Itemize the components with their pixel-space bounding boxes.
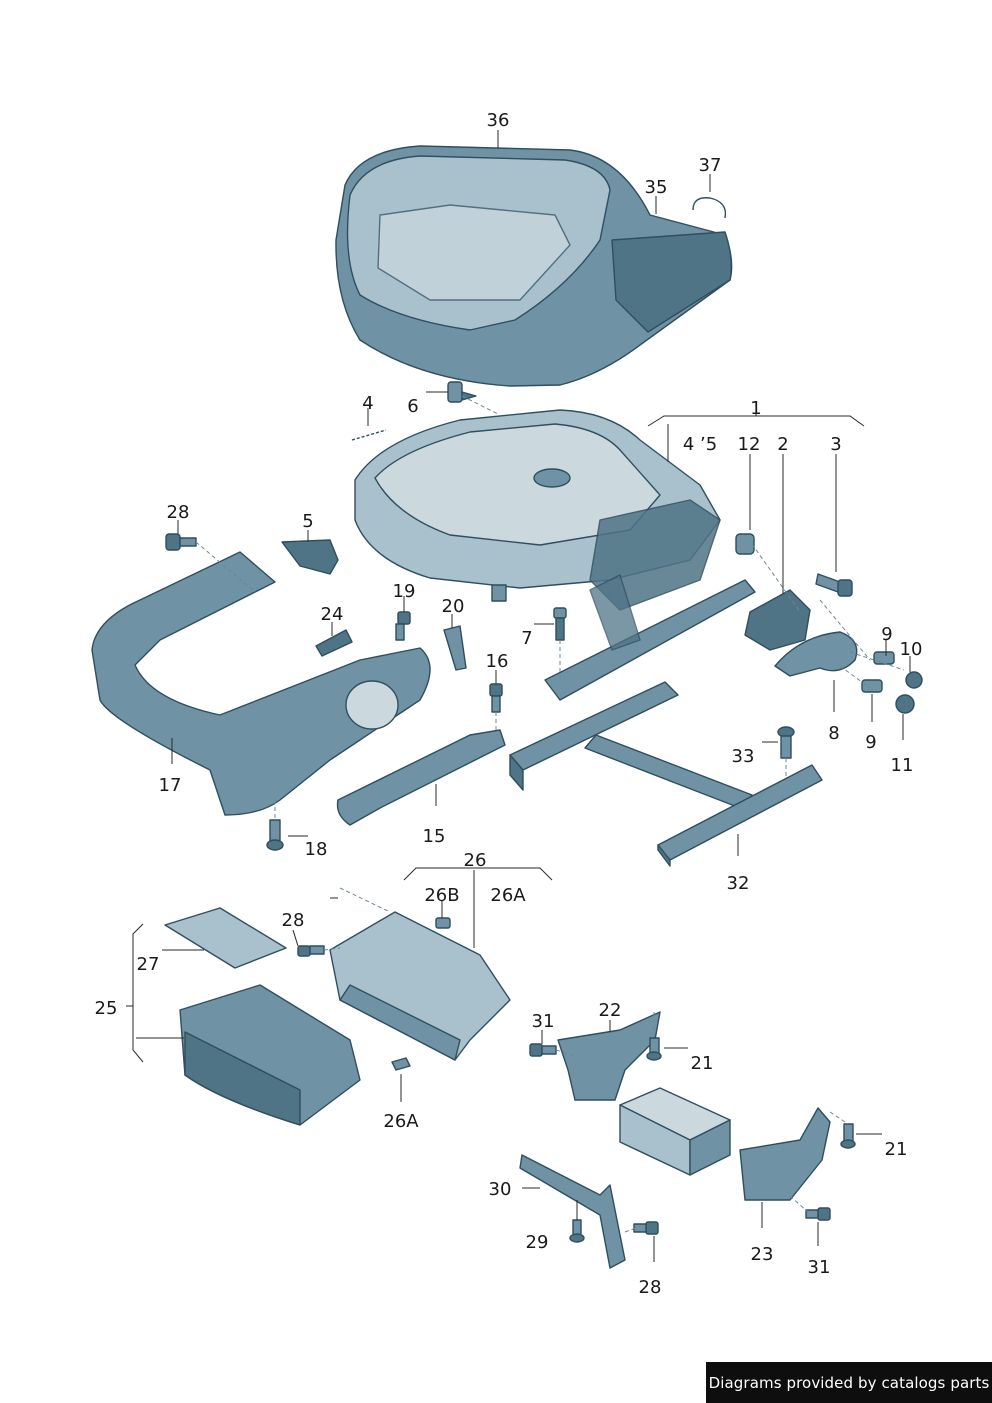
callout-31-top: 31 bbox=[532, 1011, 555, 1032]
callout-28-top: 28 bbox=[167, 502, 190, 523]
callout-7: 7 bbox=[521, 628, 532, 649]
callout-32: 32 bbox=[727, 873, 750, 894]
part-mat-27 bbox=[164, 907, 287, 969]
part-bolt-9b bbox=[861, 679, 883, 693]
part-adjuster-2 bbox=[744, 589, 811, 651]
callout-6: 6 bbox=[407, 396, 418, 417]
callout-8: 8 bbox=[828, 723, 839, 744]
part-control-box bbox=[619, 1087, 731, 1176]
callout-17: 17 bbox=[159, 775, 182, 796]
part-screw-21a bbox=[646, 1037, 662, 1061]
part-seat-frame bbox=[354, 409, 721, 611]
part-seat-cushion bbox=[335, 145, 733, 387]
callout-28-mid: 28 bbox=[282, 910, 305, 931]
part-screw-26b bbox=[435, 917, 451, 929]
callout-11: 11 bbox=[891, 755, 914, 776]
part-cap-10 bbox=[905, 671, 923, 689]
part-clip-26a bbox=[391, 1057, 411, 1071]
callout-1: 1 bbox=[750, 398, 761, 419]
part-screw-7 bbox=[553, 607, 567, 641]
footer-credit-text: Diagrams provided by catalogs parts bbox=[708, 1373, 990, 1392]
callout-24: 24 bbox=[321, 604, 344, 625]
part-seat-rail bbox=[544, 579, 756, 701]
part-cap-11 bbox=[895, 694, 915, 714]
part-screw-3 bbox=[815, 573, 853, 597]
part-bracket-22 bbox=[557, 1011, 661, 1101]
callout-16: 16 bbox=[486, 651, 509, 672]
part-screw-6 bbox=[447, 381, 477, 403]
part-screw-29 bbox=[569, 1219, 585, 1243]
part-drawer-25 bbox=[179, 984, 361, 1126]
callout-33: 33 bbox=[732, 746, 755, 767]
part-trim-15 bbox=[336, 729, 506, 826]
part-handle-8 bbox=[774, 631, 858, 677]
part-screw-33 bbox=[777, 726, 795, 759]
callout-15: 15 bbox=[423, 826, 446, 847]
callout-35: 35 bbox=[645, 177, 668, 198]
callout-22: 22 bbox=[599, 1000, 622, 1021]
callout-26b: 26B bbox=[424, 885, 459, 906]
part-screw-16 bbox=[489, 683, 503, 713]
callout-26a-top: 26A bbox=[490, 885, 526, 906]
part-bracket-20 bbox=[443, 625, 467, 671]
part-rail-30 bbox=[519, 1154, 626, 1269]
callout-27: 27 bbox=[137, 954, 160, 975]
part-bolt-9a bbox=[873, 651, 895, 665]
part-bushing-12 bbox=[735, 533, 755, 555]
part-screw-31a bbox=[529, 1043, 557, 1057]
callout-18: 18 bbox=[305, 839, 328, 860]
callout-2: 2 bbox=[777, 434, 788, 455]
callout-5: 5 bbox=[302, 511, 313, 532]
callout-3: 3 bbox=[830, 434, 841, 455]
part-cross-frame-32 bbox=[509, 681, 823, 867]
callout-labels: 36 37 35 1 4 6 4 ʼ5 12 2 3 28 5 19 20 24… bbox=[95, 110, 923, 1298]
callout-25: 25 bbox=[95, 998, 118, 1019]
part-bracket-23 bbox=[739, 1107, 831, 1201]
assembly-lines bbox=[195, 395, 905, 1233]
callout-19: 19 bbox=[393, 581, 416, 602]
callout-9-bottom: 9 bbox=[865, 732, 876, 753]
callout-20: 20 bbox=[442, 596, 465, 617]
part-drawer-housing-26 bbox=[329, 911, 511, 1061]
callout-12: 12 bbox=[738, 434, 761, 455]
callout-30: 30 bbox=[489, 1179, 512, 1200]
callout-28-bottom: 28 bbox=[639, 1277, 662, 1298]
callout-37: 37 bbox=[699, 155, 722, 176]
part-screw-28c bbox=[633, 1221, 659, 1235]
callout-26: 26 bbox=[464, 850, 487, 871]
callout-21-right: 21 bbox=[885, 1139, 908, 1160]
part-screw-21b bbox=[840, 1123, 856, 1149]
part-screw-19 bbox=[395, 611, 411, 641]
callout-29: 29 bbox=[526, 1232, 549, 1253]
part-rail-bracket bbox=[589, 574, 641, 651]
callout-31-bottom: 31 bbox=[808, 1257, 831, 1278]
part-side-trim-17 bbox=[91, 551, 431, 816]
part-screw-31b bbox=[805, 1207, 831, 1221]
leader-lines bbox=[126, 130, 911, 1262]
footer-credit-bar: Diagrams provided by catalogs parts bbox=[706, 1362, 992, 1403]
callout-26a-bottom: 26A bbox=[383, 1111, 419, 1132]
callout-9-top: 9 bbox=[881, 624, 892, 645]
part-wire-clip bbox=[692, 197, 727, 219]
callout-10: 10 bbox=[900, 639, 923, 660]
part-screw-28a bbox=[165, 533, 197, 551]
part-lever-5 bbox=[281, 539, 339, 575]
part-tension-spring bbox=[351, 429, 387, 441]
callout-4: 4 bbox=[362, 393, 373, 414]
part-screw-18 bbox=[266, 819, 284, 851]
callout-23: 23 bbox=[751, 1244, 774, 1265]
part-clip-24 bbox=[315, 629, 353, 657]
callout-4-5: 4 ʼ5 bbox=[683, 434, 717, 455]
part-screw-28b bbox=[297, 945, 325, 957]
callout-21-top: 21 bbox=[691, 1053, 714, 1074]
callout-36: 36 bbox=[487, 110, 510, 131]
